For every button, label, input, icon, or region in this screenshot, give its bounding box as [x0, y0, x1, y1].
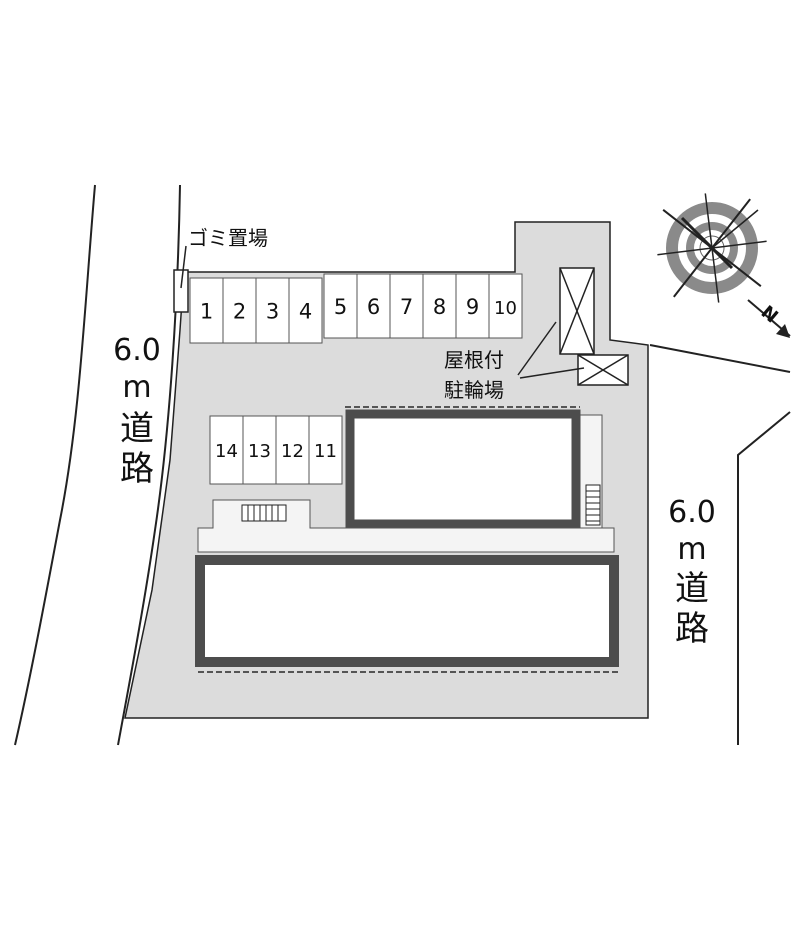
- parking-space-9: [455, 273, 490, 339]
- parking-space-11: [308, 415, 343, 485]
- parking-space-5: [323, 273, 358, 339]
- parking-space-label-6: 6: [367, 295, 380, 319]
- bike-shed-label-line1: 屋根付: [444, 348, 504, 372]
- stairs-icon: [585, 484, 601, 526]
- parking-space-label-12: 12: [281, 441, 304, 462]
- parking-space-label-7: 7: [400, 295, 413, 319]
- left-road-label: 6.0 m 道 路: [113, 333, 161, 489]
- parking-space-6: [356, 273, 391, 339]
- garbage-label: ゴミ置場: [188, 226, 268, 250]
- north-label: N: [757, 302, 782, 328]
- right-road-label: 6.0 m 道 路: [668, 495, 716, 649]
- bike-shed-leader-line-1: [517, 321, 557, 376]
- parking-space-label-13: 13: [248, 441, 271, 462]
- parking-space-label-5: 5: [334, 295, 347, 319]
- parking-space-10: [488, 273, 523, 339]
- parking-space-label-9: 9: [466, 295, 479, 319]
- parking-space-13: [242, 415, 277, 485]
- building-connector: [197, 499, 615, 553]
- parking-space-label-8: 8: [433, 295, 446, 319]
- right-road-edge-lower: [737, 411, 791, 745]
- left-road-edge-outer: [14, 184, 96, 746]
- parking-space-8: [422, 273, 457, 339]
- compass-icon: [657, 193, 767, 303]
- parking-space-3: [255, 277, 290, 344]
- parking-row-middle: 14 13 12 11: [209, 415, 343, 485]
- svg-text:路: 路: [675, 609, 709, 649]
- svg-text:道: 道: [120, 409, 154, 449]
- garbage-area: [173, 269, 189, 313]
- parking-space-label-11: 11: [314, 441, 337, 462]
- parking-space-1: [189, 277, 224, 344]
- north-arrow-head: [776, 324, 790, 338]
- svg-text:路: 路: [120, 449, 154, 489]
- bike-shed-x-icon: [559, 267, 629, 386]
- parking-space-label-2: 2: [233, 300, 246, 324]
- parking-space-label-4: 4: [299, 300, 312, 324]
- svg-text:m: m: [122, 370, 151, 405]
- svg-text:6.0: 6.0: [668, 495, 716, 530]
- parking-space-label-14: 14: [215, 441, 238, 462]
- right-road-edge-upper: [649, 344, 791, 373]
- bike-shed-label-line2: 駐輪場: [444, 378, 504, 402]
- parking-space-4: [288, 277, 323, 344]
- parking-space-7: [389, 273, 424, 339]
- building-upper: [345, 409, 581, 529]
- parking-space-label-1: 1: [200, 300, 213, 324]
- parking-space-label-10: 10: [494, 298, 517, 319]
- svg-text:m: m: [677, 532, 706, 567]
- svg-text:6.0: 6.0: [113, 333, 161, 368]
- parking-space-14: [209, 415, 244, 485]
- svg-text:道: 道: [675, 569, 709, 609]
- garbage-leader-line: [180, 245, 187, 289]
- parking-space-label-3: 3: [266, 300, 279, 324]
- stairs-icon-lower: [241, 504, 287, 522]
- bike-shed-leader-line-2: [519, 367, 585, 379]
- building-lower: [195, 555, 619, 667]
